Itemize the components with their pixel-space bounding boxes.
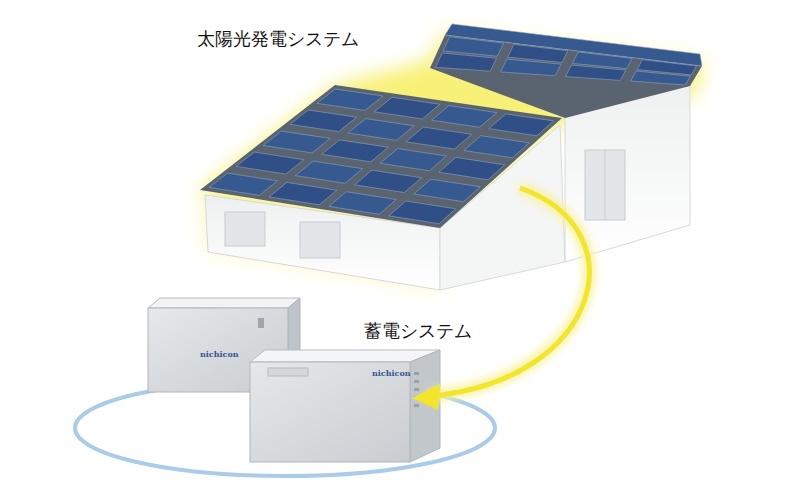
solar-cell: [566, 65, 626, 80]
solar-cell: [436, 53, 497, 71]
solar-cell: [445, 24, 702, 66]
solar-cell: [414, 179, 480, 202]
solar-cell: [464, 136, 529, 158]
solar-cell: [317, 89, 383, 110]
brand-logo: nichicon: [372, 369, 411, 379]
solar-cell: [355, 170, 422, 192]
solar-cell: [236, 152, 304, 174]
roof: [200, 85, 562, 228]
solar-cell: [374, 97, 440, 119]
solar-cell: [406, 127, 472, 149]
solar-cell: [290, 110, 357, 132]
solar-cell: [209, 173, 277, 195]
solar-cell: [322, 140, 389, 162]
solar-cell: [631, 71, 691, 85]
solar-cell: [501, 59, 561, 76]
brand-logo: nichicon: [200, 350, 239, 360]
solar-cell: [389, 201, 456, 224]
solar-cell: [295, 161, 362, 183]
window: [225, 212, 265, 246]
window: [300, 222, 340, 258]
solar-cell: [329, 192, 396, 215]
system-label: 太陽光発電システム: [197, 28, 359, 50]
storage-unit: [250, 350, 440, 462]
window: [585, 150, 625, 220]
solar-panels: [209, 24, 702, 224]
house-glow: [200, 32, 705, 290]
power-arrow: [412, 188, 589, 410]
solar-cell: [269, 182, 337, 204]
solar-cell: [432, 106, 497, 128]
solar-cell: [439, 157, 505, 179]
solar-cell: [348, 119, 414, 141]
solar-cell: [489, 114, 554, 136]
system-label: 蓄電システム: [364, 320, 472, 342]
solar-cell: [380, 149, 446, 171]
solar-cell: [263, 131, 330, 153]
